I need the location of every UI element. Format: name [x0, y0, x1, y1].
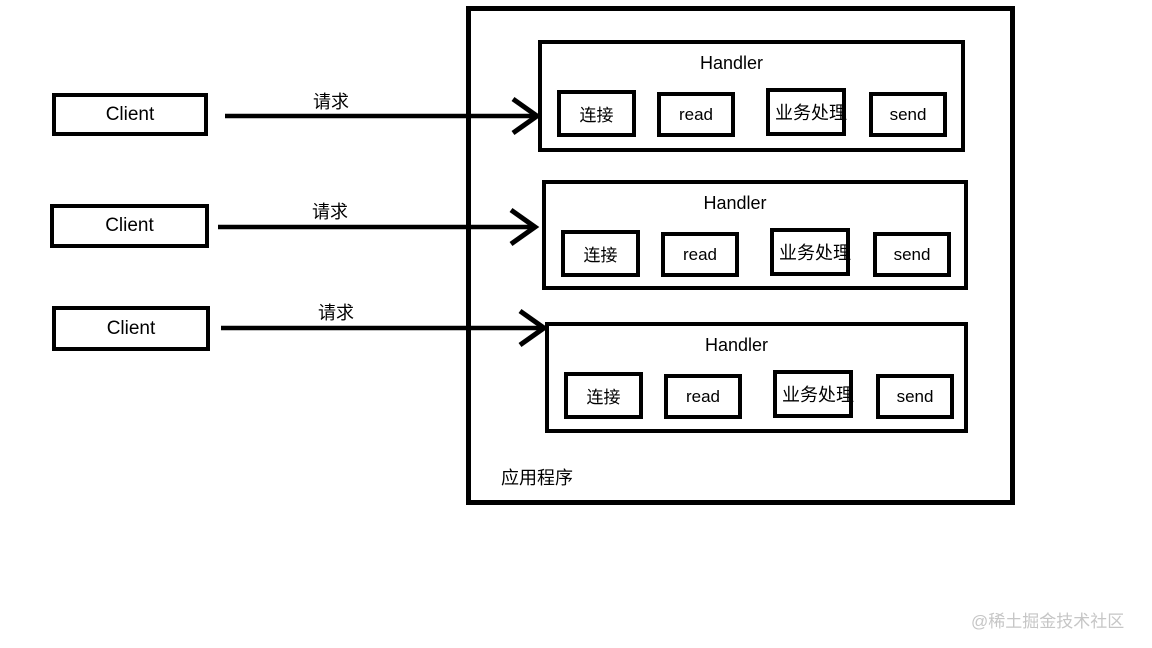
step-read: read	[661, 232, 739, 277]
client-box-3: Client	[52, 306, 210, 351]
step-label: 连接	[586, 388, 621, 407]
client-label: Client	[105, 215, 154, 236]
step-connect: 连接	[564, 372, 643, 419]
step-business-process: 业务处理	[773, 370, 854, 418]
step-send: send	[876, 374, 954, 419]
handler-title: Handler	[704, 335, 769, 355]
step-label: 业务处理	[779, 243, 851, 263]
step-connect: 连接	[557, 90, 636, 137]
step-read: read	[657, 92, 735, 137]
handler-title: Handler	[699, 53, 764, 73]
request-label-2: 请求	[312, 202, 348, 222]
step-label: read	[685, 386, 721, 406]
step-label: 业务处理	[782, 385, 854, 405]
client-box-2: Client	[50, 204, 209, 248]
application-box: 应用程序	[466, 6, 1015, 505]
handler-box-2: Handler 连接 read 业务处理 send	[542, 180, 968, 290]
step-label: 连接	[583, 246, 618, 265]
step-label: 业务处理	[775, 103, 847, 123]
client-label: Client	[106, 317, 156, 339]
request-label-3: 请求	[318, 303, 354, 323]
step-connect: 连接	[561, 230, 640, 277]
step-send: send	[873, 232, 951, 277]
step-label: send	[893, 244, 931, 264]
watermark-text: @稀土掘金技术社区	[971, 612, 1125, 631]
client-box-1: Client	[52, 93, 208, 136]
request-label-1: 请求	[313, 92, 349, 112]
step-business-process: 业务处理	[766, 88, 847, 136]
step-read: read	[664, 374, 742, 419]
client-label: Client	[105, 103, 155, 125]
step-label: read	[678, 104, 714, 124]
step-label: read	[682, 244, 718, 264]
handler-box-1: Handler 连接 read 业务处理 send	[538, 40, 965, 152]
step-label: send	[889, 104, 927, 124]
step-label: send	[896, 386, 934, 406]
handler-box-3: Handler 连接 read 业务处理 send	[545, 322, 968, 433]
step-label: 连接	[579, 106, 614, 125]
step-send: send	[869, 92, 947, 137]
step-business-process: 业务处理	[770, 228, 851, 276]
handler-title: Handler	[703, 193, 767, 213]
application-label: 应用程序	[501, 468, 573, 488]
